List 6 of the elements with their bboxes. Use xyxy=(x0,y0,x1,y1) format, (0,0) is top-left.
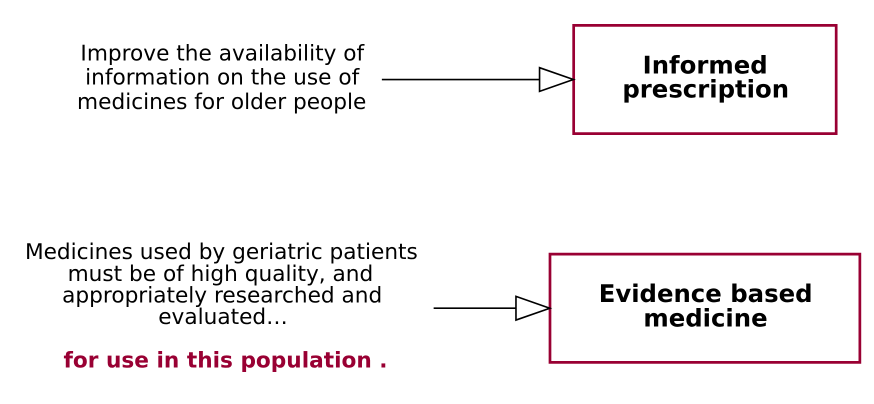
arrow xyxy=(382,66,576,93)
node-text: Medicines used by geriatric patients must be of high quality, and appropriately researched and evaluated… for use in this population . xyxy=(24,240,418,374)
node-box: Informed prescription xyxy=(572,24,838,136)
node-text: Improve the availability of information on the use of medicines for older people xyxy=(77,41,366,116)
node-box: Evidence based medicine xyxy=(548,252,862,364)
arrow xyxy=(434,295,552,322)
